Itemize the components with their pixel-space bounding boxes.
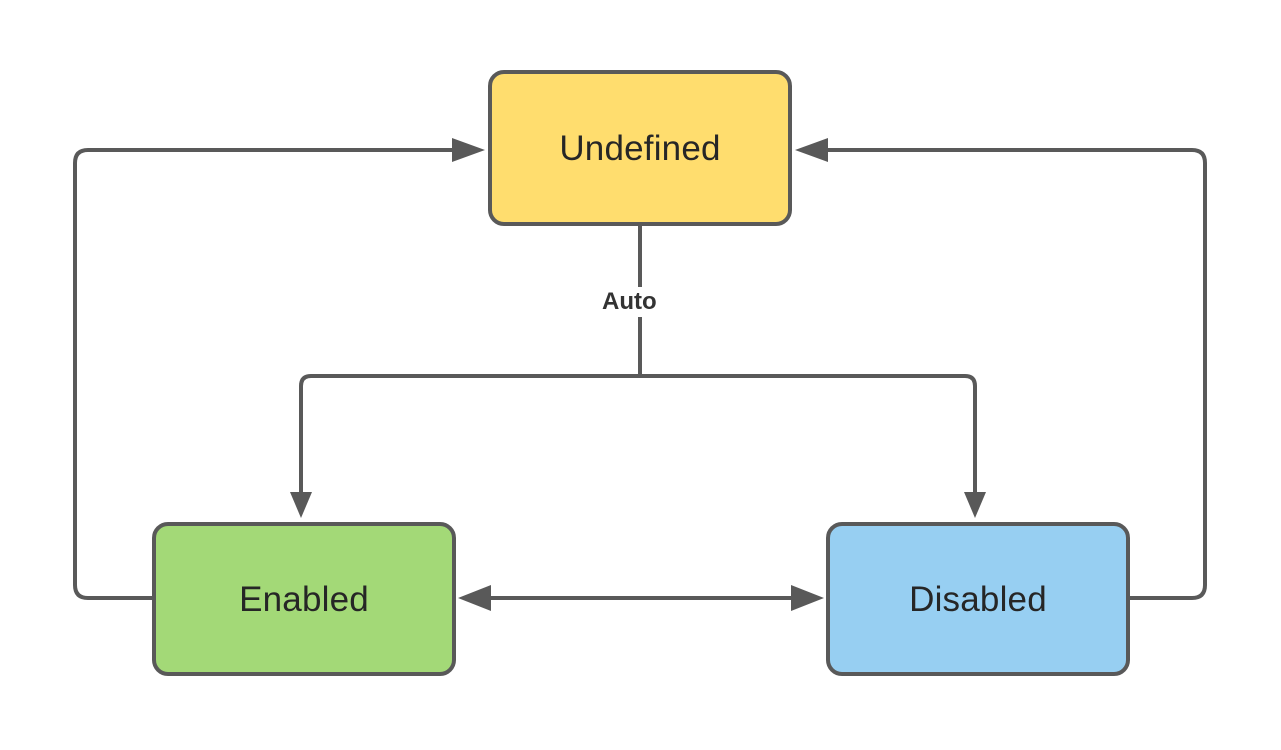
edge-undefined-to-disabled-line (299, 374, 642, 495)
state-node-disabled[interactable]: Disabled (826, 522, 1130, 676)
arrowhead-into-undefined-left (452, 138, 485, 162)
state-node-enabled-label: Enabled (239, 579, 369, 619)
arrowhead-into-disabled (964, 492, 986, 518)
edge-enabled-disabled (458, 585, 824, 611)
edge-enabled-to-undefined-line (73, 148, 452, 600)
arrowhead-into-disabled-left-edge (791, 585, 824, 611)
edge-enabled-to-undefined (73, 138, 485, 600)
state-node-disabled-label: Disabled (909, 579, 1047, 619)
state-node-undefined[interactable]: Undefined (488, 70, 792, 226)
edge-disabled-to-undefined (795, 138, 1207, 600)
state-node-enabled[interactable]: Enabled (152, 522, 456, 676)
edge-label-auto: Auto (595, 287, 664, 317)
edge-disabled-to-undefined-line (828, 148, 1207, 600)
arrowhead-into-enabled-right-edge (458, 585, 491, 611)
edge-undefined-to-enabled-line (638, 374, 977, 495)
arrowhead-into-enabled (290, 492, 312, 518)
state-node-undefined-label: Undefined (559, 128, 721, 168)
edge-undefined-to-children (290, 226, 986, 518)
arrowhead-into-undefined-right (795, 138, 828, 162)
